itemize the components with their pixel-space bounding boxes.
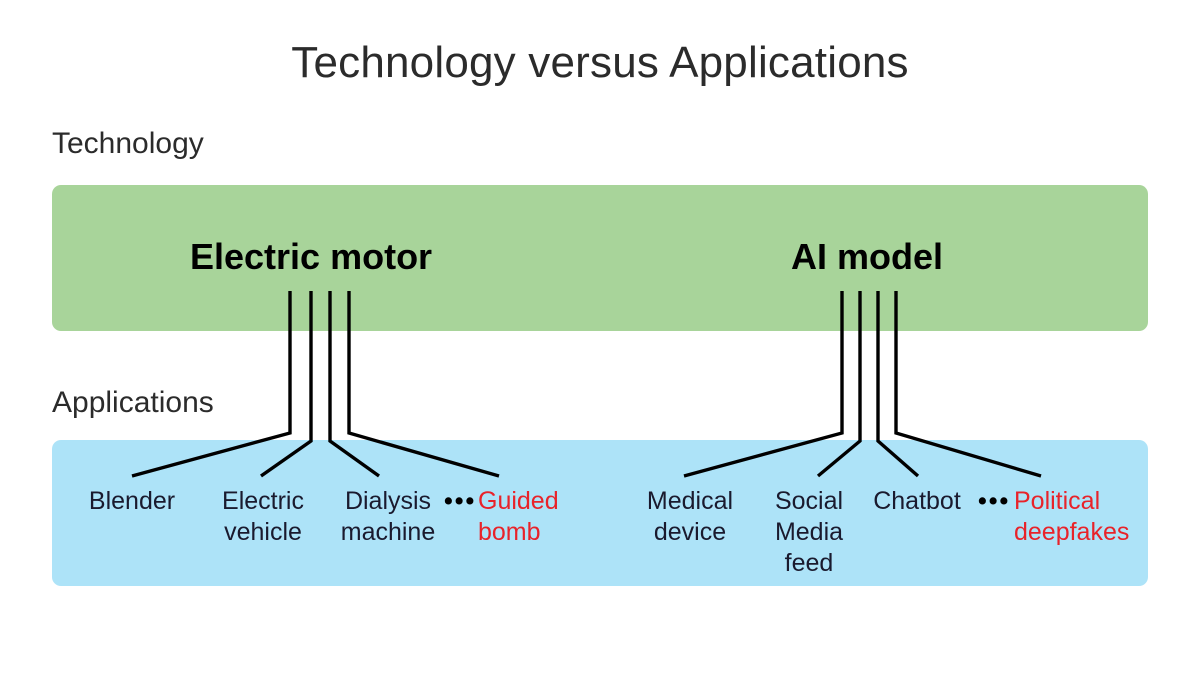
technology-node-electric-motor: Electric motor	[190, 236, 433, 277]
applications-section-caption: Applications	[52, 386, 214, 419]
ellipsis-right: •••	[978, 487, 1011, 515]
application-label-political-deepfakes: Political deepfakes	[1014, 487, 1130, 546]
technology-section-caption: Technology	[52, 127, 204, 160]
application-label-social-media-feed: Social Media feed	[774, 487, 844, 577]
page-title: Technology versus Applications	[291, 38, 909, 87]
application-label-blender: Blender	[88, 487, 176, 515]
application-label-guided-bomb: Guided bomb	[478, 487, 559, 546]
application-label-electric-vehicle: Electric vehicle	[222, 487, 304, 546]
application-label-medical-device: Medical device	[646, 487, 734, 546]
technology-node-ai-model: AI model	[791, 236, 944, 277]
ellipsis-left: •••	[444, 487, 477, 515]
application-label-dialysis-machine: Dialysis machine	[340, 487, 436, 546]
application-label-chatbot: Chatbot	[873, 487, 961, 515]
